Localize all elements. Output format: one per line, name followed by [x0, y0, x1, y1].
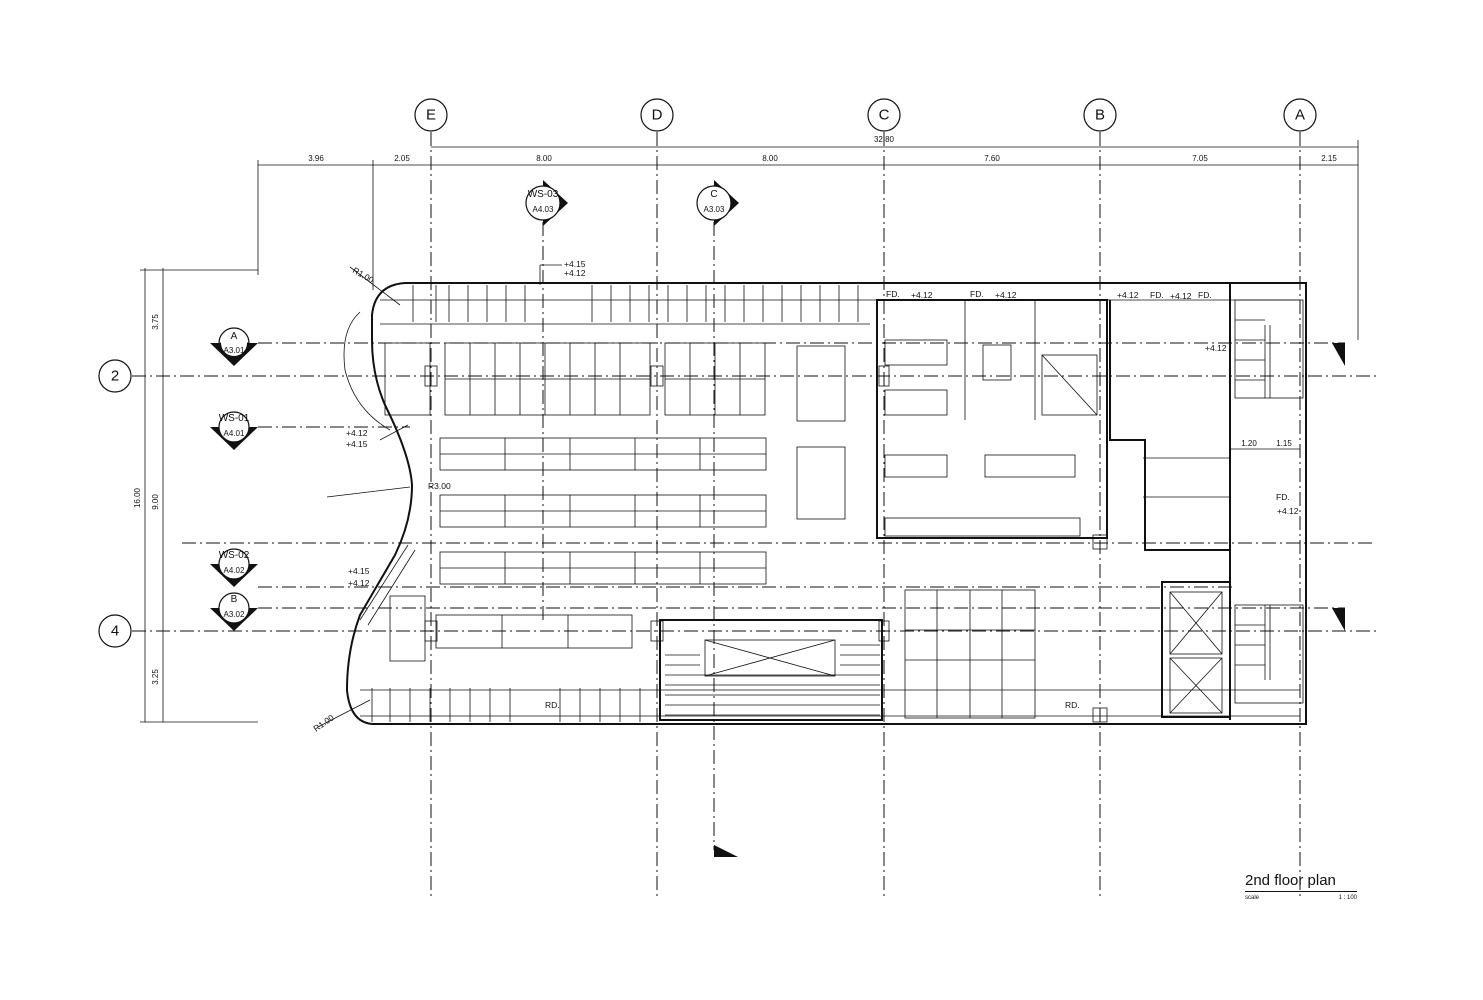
- dim-stair-2: 1.15: [1276, 439, 1292, 448]
- scale-value: 1 : 100: [1338, 895, 1357, 901]
- svg-text:FD.: FD.: [1276, 492, 1290, 502]
- section-marker-c: C A3.03: [696, 180, 739, 226]
- svg-text:FD.: FD.: [1198, 290, 1212, 300]
- dim-overall: 32.80: [874, 135, 895, 144]
- level-room-3: +4.12: [1117, 290, 1139, 300]
- svg-text:WS-01: WS-01: [219, 413, 250, 424]
- svg-text:WS-02: WS-02: [219, 550, 250, 561]
- parking-stalls-top: [412, 285, 859, 322]
- level-top-1: +4.15: [564, 259, 586, 269]
- level-left-upper-2: +4.15: [346, 439, 368, 449]
- furniture-upper: [384, 342, 846, 520]
- row-bubble-2: 2: [98, 359, 132, 393]
- stair-core-right: [1234, 299, 1304, 704]
- dim-top-3: 8.00: [536, 154, 552, 163]
- svg-text:A4.01: A4.01: [224, 429, 245, 438]
- column-bubble-d: D: [640, 98, 674, 132]
- svg-text:A3.02: A3.02: [224, 610, 245, 619]
- radius-bottom: R1.00: [311, 712, 336, 733]
- level-room-4: +4.12: [1170, 291, 1192, 301]
- scale-row: scale 1 : 100: [1245, 895, 1357, 901]
- furniture-middle: [389, 437, 767, 662]
- dim-stair-1: 1.20: [1241, 439, 1257, 448]
- svg-text:E: E: [426, 107, 436, 124]
- svg-text:B: B: [231, 594, 238, 605]
- top-dimensions: 32.80 3.96 2.05 8.00 8.00 7.60 7.05 2.15: [140, 135, 1359, 340]
- section-marker-ws03: WS-03 A4.03: [525, 180, 568, 226]
- stair-dimensions: 1.20 1.15: [1230, 439, 1300, 450]
- svg-text:D: D: [652, 107, 663, 124]
- column-bubble-c: C: [867, 98, 901, 132]
- section-marker-ws01: WS-01 A4.01: [210, 411, 258, 450]
- svg-text:A4.03: A4.03: [533, 205, 554, 214]
- elevator-shafts: [1169, 591, 1223, 714]
- dim-top-2: 2.05: [394, 154, 410, 163]
- level-top-2: +4.12: [564, 268, 586, 278]
- svg-text:FD.: FD.: [1150, 290, 1164, 300]
- svg-text:FD.: FD.: [970, 289, 984, 299]
- svg-text:C: C: [710, 189, 717, 200]
- dim-top-6: 7.05: [1192, 154, 1208, 163]
- column-bubble-e: E: [414, 98, 448, 132]
- dim-top-4: 8.00: [762, 154, 778, 163]
- level-left-lower-2: +4.12: [348, 578, 370, 588]
- svg-text:A4.02: A4.02: [224, 566, 245, 575]
- level-room-5: +4.12: [1205, 343, 1227, 353]
- level-left-lower-1: +4.15: [348, 566, 370, 576]
- svg-text:C: C: [879, 107, 890, 124]
- dim-top-1: 3.96: [308, 154, 324, 163]
- svg-text:4: 4: [111, 623, 119, 640]
- svg-text:FD.: FD.: [886, 289, 900, 299]
- stair-core-center: [665, 639, 880, 716]
- level-room-1: +4.12: [911, 290, 933, 300]
- svg-text:RD.: RD.: [545, 700, 560, 710]
- office-furniture: [884, 300, 1098, 537]
- level-callouts: +4.15 +4.12 +4.12 +4.15 +4.15 +4.12 +4.1…: [346, 259, 1299, 588]
- grid-lines: [132, 132, 1380, 900]
- radius-labels: R1.00 R3.00 R1.00: [311, 265, 451, 734]
- dim-left-2: 9.00: [151, 494, 160, 510]
- svg-text:A3.03: A3.03: [704, 205, 725, 214]
- dim-top-5: 7.60: [984, 154, 1000, 163]
- drawing-title: 2nd floor plan: [1245, 872, 1336, 889]
- scale-label: scale: [1245, 895, 1260, 901]
- svg-text:RD.: RD.: [1065, 700, 1080, 710]
- section-marker-ws02: WS-02 A4.02: [210, 548, 258, 587]
- title-rule: [1245, 891, 1357, 892]
- equipment-tags: FD. FD. FD. FD. FD. RD. RD.: [545, 289, 1290, 710]
- dim-left-3: 3.25: [151, 669, 160, 685]
- parking-stalls-bottom: [371, 688, 641, 722]
- svg-text:WS-03: WS-03: [528, 189, 559, 200]
- level-left-upper-1: +4.12: [346, 428, 368, 438]
- svg-text:B: B: [1095, 107, 1105, 124]
- svg-text:A: A: [231, 331, 238, 342]
- dim-left-total: 16.00: [133, 487, 142, 508]
- section-marker-b: B A3.02: [210, 592, 258, 631]
- dim-top-7: 2.15: [1321, 154, 1337, 163]
- ramp-lines: [317, 266, 416, 728]
- column-bubble-b: B: [1083, 98, 1117, 132]
- svg-text:A: A: [1295, 107, 1305, 124]
- structural-columns: [424, 365, 1108, 723]
- level-room-2: +4.12: [995, 290, 1017, 300]
- title-block: 2nd floor plan scale 1 : 100: [1245, 872, 1357, 901]
- dim-left-1: 3.75: [151, 314, 160, 330]
- radius-mid: R3.00: [428, 481, 451, 491]
- section-marker-a: A A3.01: [210, 327, 258, 366]
- svg-text:A3.01: A3.01: [224, 346, 245, 355]
- left-dimensions: 16.00 3.75 9.00 3.25: [133, 268, 258, 723]
- column-bubble-a: A: [1283, 98, 1317, 132]
- row-bubble-4: 4: [98, 614, 132, 648]
- svg-text:2: 2: [111, 368, 119, 385]
- level-room-6: +4.12: [1277, 506, 1299, 516]
- shelving-center: [904, 589, 1036, 719]
- section-arrowheads: [714, 343, 1345, 857]
- building-outline: [343, 282, 1307, 725]
- radius-top: R1.00: [351, 265, 376, 285]
